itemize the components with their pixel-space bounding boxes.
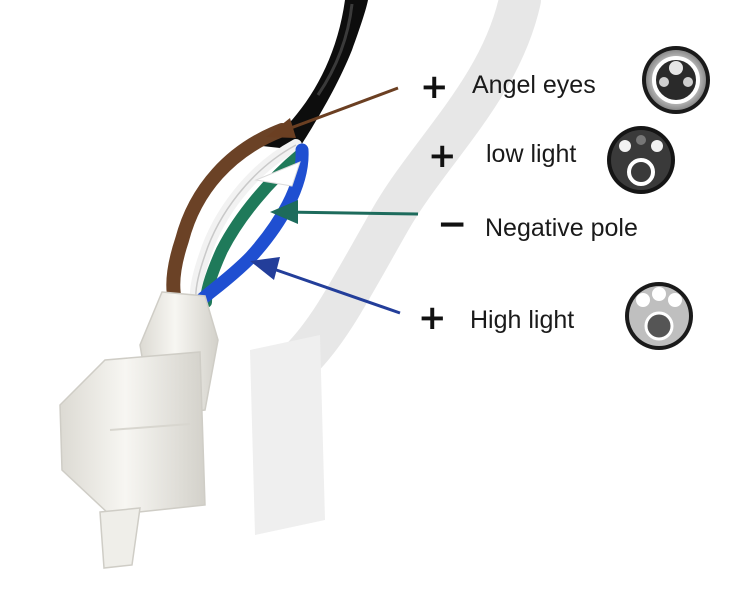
arrow-low-light-head: [254, 161, 301, 187]
label-angel-eyes: Angel eyes: [472, 71, 596, 99]
high-light-sign: +: [418, 298, 447, 338]
connector-shadow: [250, 335, 325, 535]
black-sheath: [262, 0, 368, 150]
wire-blue: [191, 143, 309, 310]
wire-brown: [166, 123, 289, 307]
negative-pole-sign: −: [437, 204, 468, 245]
arrow-high-light-head: [250, 257, 280, 280]
arrow-angel-eyes-head: [266, 118, 296, 138]
arrow-negative-pole-head: [270, 200, 298, 224]
headlight-low-beam-icon: [607, 126, 675, 194]
label-low-light: low light: [486, 140, 577, 168]
label-high-light: High light: [470, 306, 575, 334]
low-light-sign: +: [428, 136, 457, 176]
headlight-high-beam-icon: [625, 282, 693, 350]
arrow-negative-pole: [281, 210, 419, 216]
arrow-high-light: [261, 263, 401, 315]
label-negative-pole: Negative pole: [485, 214, 638, 242]
angel-eyes-sign: +: [420, 67, 449, 107]
arrow-angel-eyes: [271, 86, 399, 137]
cable-shadow: [279, 0, 541, 381]
headlight-angel-eyes-icon: [642, 46, 710, 114]
